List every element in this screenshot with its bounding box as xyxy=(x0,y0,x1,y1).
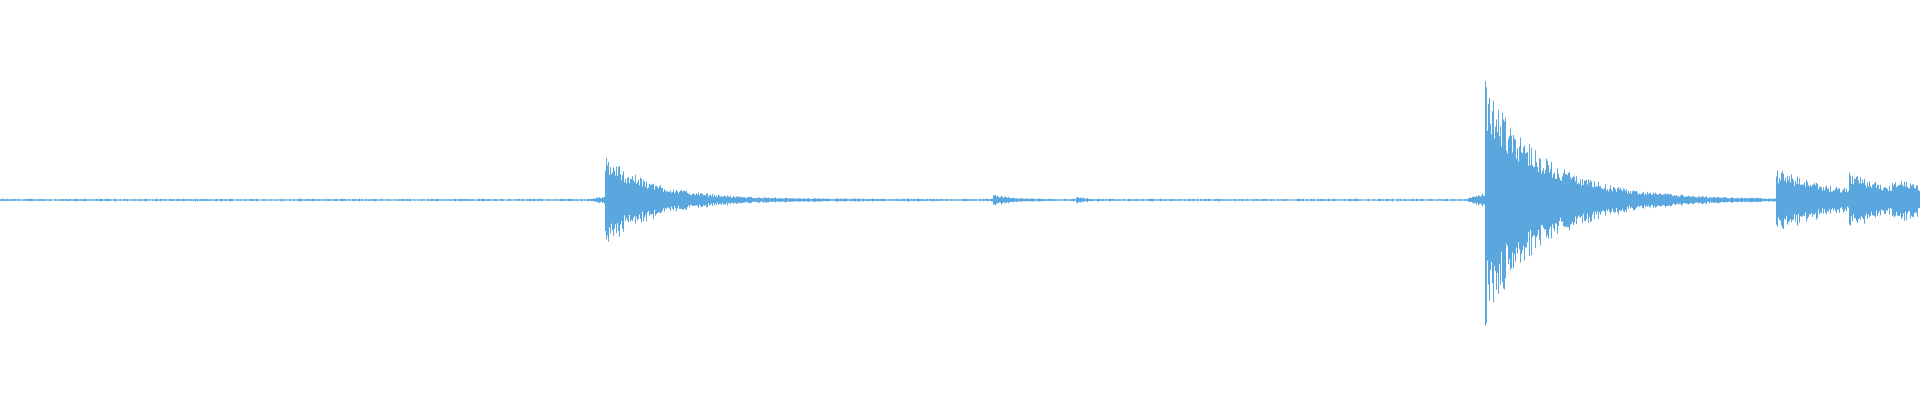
waveform-trace xyxy=(0,81,1920,326)
